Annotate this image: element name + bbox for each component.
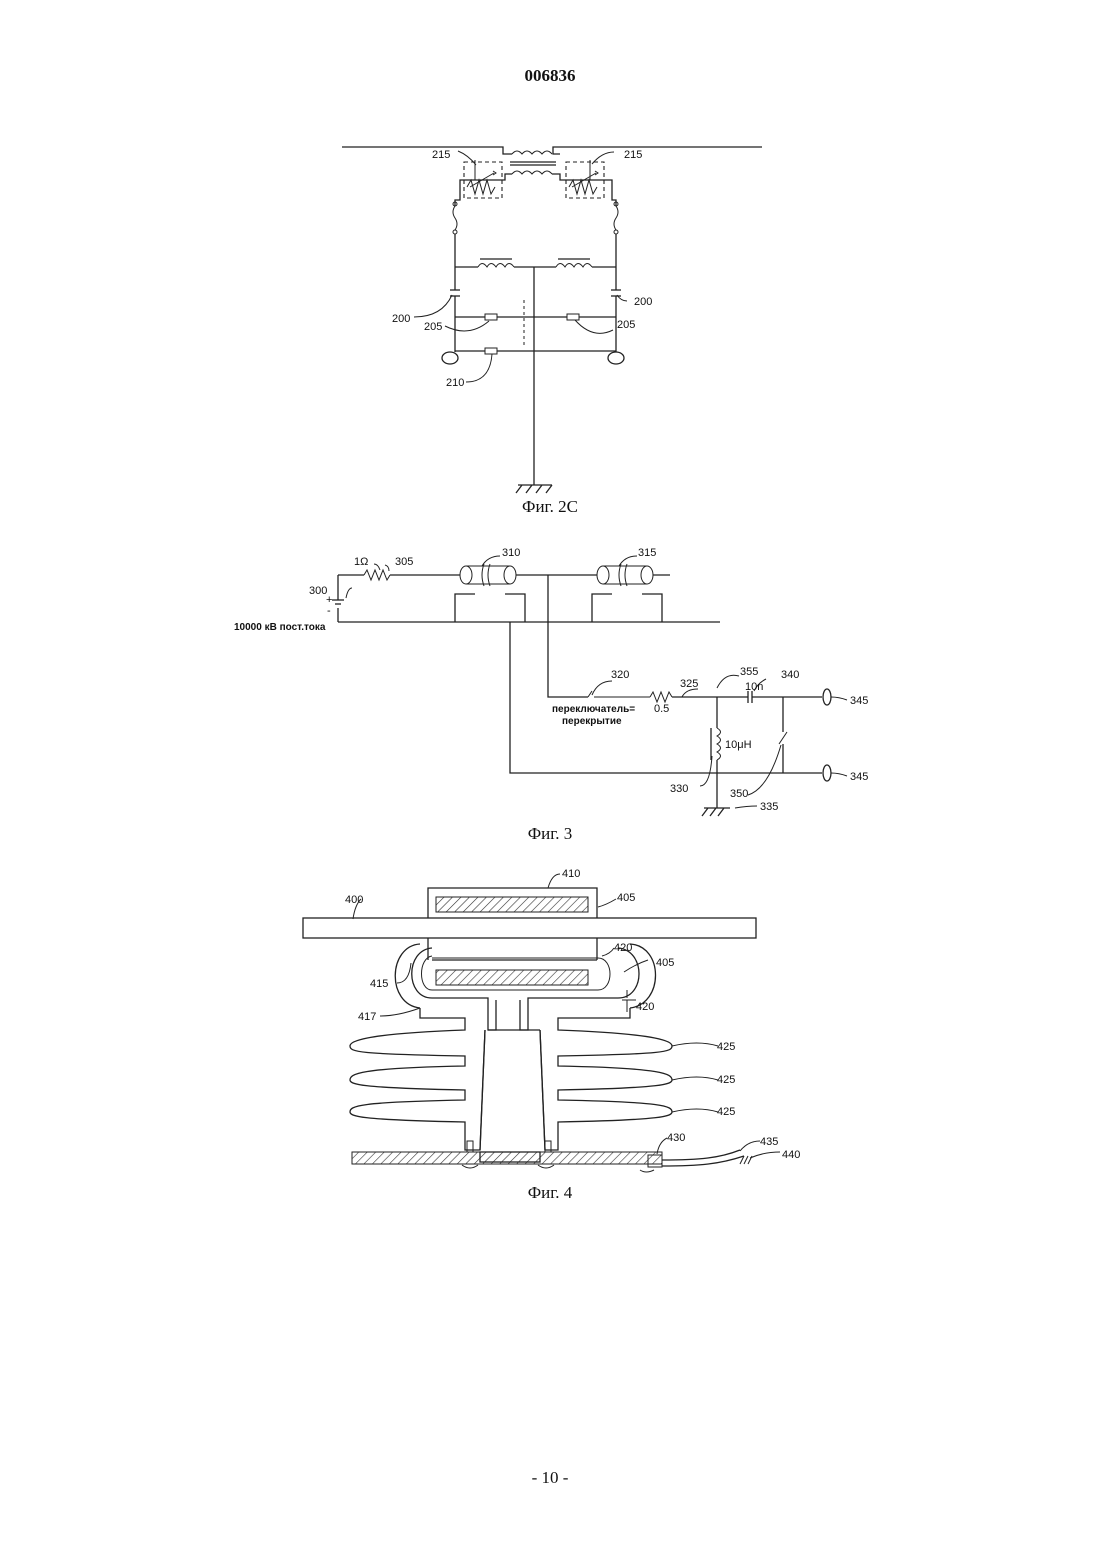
label-440: 440 — [782, 1149, 800, 1161]
label-315: 315 — [638, 547, 656, 559]
label-335: 335 — [760, 801, 778, 813]
figure-4: 400 410 405 420 405 415 420 417 425 425 … — [303, 868, 800, 1172]
label-417: 417 — [358, 1011, 376, 1023]
label-345-top: 345 — [850, 695, 868, 707]
page-number: - 10 - — [0, 1468, 1100, 1488]
figure-3-caption: Фиг. 3 — [0, 824, 1100, 844]
label-420-top: 420 — [614, 942, 632, 954]
label-0-5: 0.5 — [654, 703, 669, 715]
label-switch-2: перекрытие — [562, 716, 622, 727]
label-310: 310 — [502, 547, 520, 559]
label-210: 210 — [446, 377, 464, 389]
label-435: 435 — [760, 1136, 778, 1148]
label-420-dim: 420 — [636, 1001, 654, 1013]
label-415: 415 — [370, 978, 388, 990]
label-10n: 10n — [745, 681, 763, 693]
label-425-2: 425 — [717, 1074, 735, 1086]
label-350: 350 — [730, 788, 748, 800]
label-425-3: 425 — [717, 1106, 735, 1118]
label-410: 410 — [562, 868, 580, 880]
label-340: 340 — [781, 669, 799, 681]
label-205-right: 205 — [617, 319, 635, 331]
figure-2c-caption: Фиг. 2С — [0, 497, 1100, 517]
label-355: 355 — [740, 666, 758, 678]
figure-2c: 215 215 200 200 205 205 210 — [342, 147, 762, 493]
label-1ohm: 1Ω — [354, 556, 368, 568]
label-200-left: 200 — [392, 313, 410, 325]
label-305: 305 — [395, 556, 413, 568]
label-200-right: 200 — [634, 296, 652, 308]
label-405-bottom: 405 — [656, 957, 674, 969]
label-345-bottom: 345 — [850, 771, 868, 783]
label-325: 325 — [680, 678, 698, 690]
label-300: 300 — [309, 585, 327, 597]
label-425-1: 425 — [717, 1041, 735, 1053]
figure-3: 300 + - 1Ω 305 310 315 10000 кВ пост.ток… — [234, 547, 868, 816]
figure-4-caption: Фиг. 4 — [0, 1183, 1100, 1203]
label-215-left: 215 — [432, 149, 450, 161]
label-205-left: 205 — [424, 321, 442, 333]
label-330: 330 — [670, 783, 688, 795]
label-10uh: 10μH — [725, 739, 752, 751]
label-405-top: 405 — [617, 892, 635, 904]
label-215-right: 215 — [624, 149, 642, 161]
label-switch-1: переключатель= — [552, 704, 635, 715]
label-320: 320 — [611, 669, 629, 681]
label-430: 430 — [667, 1132, 685, 1144]
label-10000kv: 10000 кВ пост.тока — [234, 622, 326, 633]
label-400: 400 — [345, 894, 363, 906]
label-minus: - — [327, 605, 331, 617]
